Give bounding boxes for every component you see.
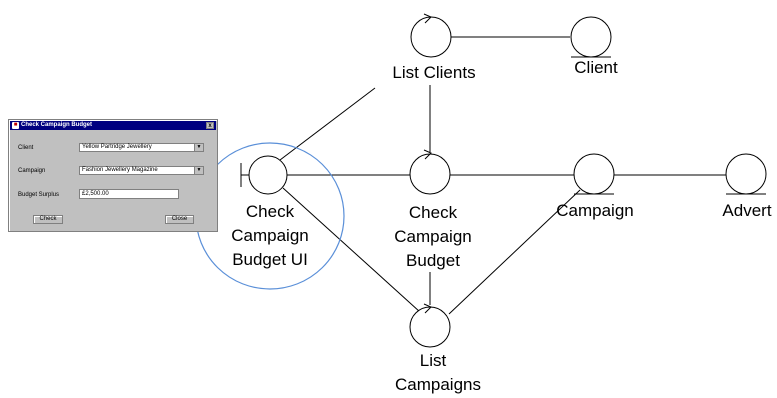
check-button[interactable]: Check — [33, 215, 63, 224]
budget-surplus-label: Budget Surplus — [18, 192, 60, 198]
label-lc-line2: Campaigns — [395, 375, 481, 394]
entity-campaign — [573, 153, 615, 195]
client-select[interactable]: Yellow Partridge Jewellery ▼ — [79, 143, 204, 152]
campaign-label: Campaign — [18, 168, 46, 174]
close-button[interactable]: Close — [165, 215, 194, 224]
label-ui-line3: Budget UI — [232, 250, 308, 269]
control-list-clients — [410, 13, 452, 58]
budget-surplus-field[interactable]: £2,500.00 — [79, 189, 179, 199]
label-ccb-line1: Check — [409, 203, 458, 222]
label-campaign: Campaign — [556, 201, 634, 220]
campaign-select-value: Fashion Jewellery Magazine — [82, 167, 158, 173]
line-ui-listcampaigns — [282, 187, 421, 313]
entity-advert — [725, 153, 767, 195]
close-icon[interactable]: x — [206, 122, 214, 129]
client-select-value: Yellow Partridge Jewellery — [82, 144, 152, 150]
label-advert: Advert — [722, 201, 771, 220]
dialog-title: Check Campaign Budget — [21, 122, 93, 128]
line-ui-listclients — [279, 87, 376, 161]
control-list-campaigns — [409, 303, 451, 348]
entity-client — [570, 16, 612, 58]
control-check-campaign-budget — [409, 149, 451, 195]
label-lc-line1: List — [420, 351, 447, 370]
label-ui-line2: Campaign — [231, 226, 309, 245]
label-ccb-line3: Budget — [406, 251, 460, 270]
boundary-check-campaign-budget-ui — [240, 155, 288, 195]
label-list-clients: List Clients — [392, 63, 475, 82]
campaign-select[interactable]: Fashion Jewellery Magazine ▼ — [79, 166, 204, 175]
app-icon: ■ — [12, 122, 19, 129]
dialog-titlebar: ■ Check Campaign Budget x — [10, 121, 216, 130]
label-ui-line1: Check — [246, 202, 295, 221]
association-lines — [279, 36, 727, 315]
line-campaign-listcampaigns — [448, 189, 581, 315]
label-client: Client — [574, 58, 618, 77]
chevron-down-icon[interactable]: ▼ — [194, 144, 203, 151]
label-ccb-line2: Campaign — [394, 227, 472, 246]
check-campaign-budget-dialog: ■ Check Campaign Budget x Client Yellow … — [8, 119, 218, 232]
client-label: Client — [18, 145, 34, 151]
chevron-down-icon[interactable]: ▼ — [194, 167, 203, 174]
